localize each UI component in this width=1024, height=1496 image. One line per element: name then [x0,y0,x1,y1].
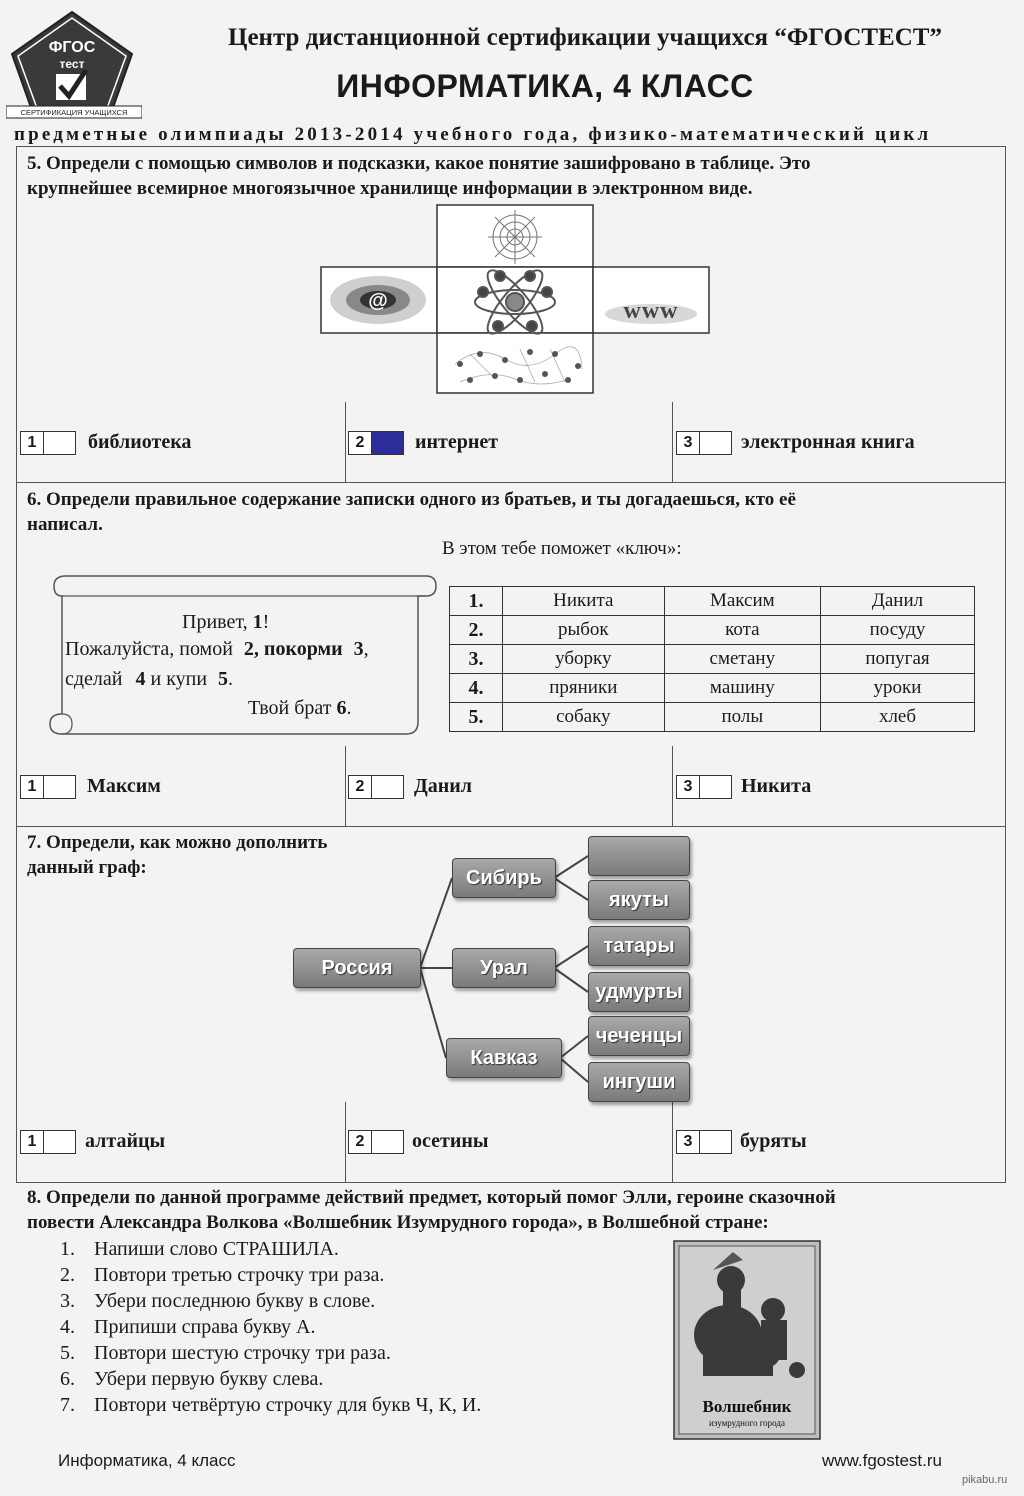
watermark: pikabu.ru [962,1474,1008,1486]
graph-node-ingush: ингуши [588,1062,690,1102]
graph-node-yakuts: якуты [588,880,690,920]
divider [16,482,1006,483]
q5-option-3[interactable]: 3 [676,431,732,455]
graph-node-udmurts: удмурты [588,972,690,1012]
list-item: 2.Повтори третью строчку три раза. [60,1264,385,1286]
logo-line2: тест [60,57,85,71]
graph-node-siberia: Сибирь [452,858,556,898]
svg-text:@: @ [368,290,388,312]
q5-option-2[interactable]: 2 [348,431,404,455]
q6-option-2[interactable]: 2 [348,775,404,799]
divider [16,1182,1006,1183]
list-item: 5.Повтори шестую строчку три раза. [60,1342,391,1364]
q8-text: 8. Определи по данной программе действий… [27,1187,836,1233]
graph-node-caucasus: Кавказ [446,1038,562,1078]
checkbox[interactable] [44,432,75,454]
svg-text:Волшебник: Волшебник [703,1397,792,1416]
network-people-icon [474,269,556,335]
q6-hint: В этом тебе поможет «ключ»: [442,538,682,559]
list-item: 4.Припиши справа букву А. [60,1316,316,1338]
q6-option-2-label: Данил [414,775,473,797]
footer-site-link[interactable]: www.fgostest.ru [822,1451,942,1470]
q6-option-3-label: Никита [741,775,812,797]
q5-option-3-label: электронная книга [741,431,915,453]
spider-web-icon [488,210,542,264]
list-item: 7.Повтори четвёртую строчку для букв Ч, … [60,1394,482,1416]
q7-option-2[interactable]: 2 [348,1130,404,1154]
checkbox[interactable] [700,432,731,454]
q7-option-3[interactable]: 3 [676,1130,732,1154]
fgos-logo: ФГОС тест СЕРТИФИКАЦИЯ УЧАЩИХСЯ [5,8,143,120]
q7-option-1-label: алтайцы [85,1130,166,1152]
graph-node-ural: Урал [452,948,556,988]
checkbox[interactable] [700,776,731,798]
checkbox[interactable] [372,776,403,798]
logo-band: СЕРТИФИКАЦИЯ УЧАЩИХСЯ [21,108,128,117]
graph-edges [419,855,589,1083]
footer-subject: Информатика, 4 класс [58,1451,236,1470]
q5-picture-table: @ www [320,204,710,394]
graph-node-root: Россия [293,948,421,988]
q7-option-2-label: осетины [412,1130,489,1152]
checkmark-icon [58,68,89,101]
q8-steps: 1.Напиши слово СТРАШИЛА. 2.Повтори треть… [60,1236,481,1418]
book-cover-image: Волшебник изумрудного города [673,1240,821,1440]
q7-option-1[interactable]: 1 [20,1130,76,1154]
q5-text: 5. Определи с помощью символов и подсказ… [27,153,811,199]
graph-node-empty [588,836,690,876]
checkbox[interactable] [44,1131,75,1153]
q6-option-1-label: Максим [87,775,161,797]
www-icon: www [605,298,697,324]
list-item: 3.Убери последнюю букву в слове. [60,1290,376,1312]
note-scroll: Привет, 1! Пожалуйста, помой 2, покорми … [32,572,440,742]
page-title: ИНФОРМАТИКА, 4 КЛАСС [336,68,754,104]
checkbox[interactable] [44,776,75,798]
q5-option-2-label: интернет [415,431,499,453]
checkbox-checked[interactable] [372,432,403,454]
q5-option-1-label: библиотека [88,431,192,453]
questions-frame [16,146,1006,1182]
q5-option-1[interactable]: 1 [20,431,76,455]
checkbox[interactable] [372,1131,403,1153]
svg-text:www: www [624,298,679,324]
q7-option-3-label: буряты [740,1130,807,1152]
list-item: 6.Убери первую букву слева. [60,1368,324,1390]
list-item: 1.Напиши слово СТРАШИЛА. [60,1238,339,1260]
divider [16,826,1006,827]
checkbox[interactable] [700,1131,731,1153]
center-name: Центр дистанционной сертификации учащихс… [228,24,942,51]
graph-node-tatars: татары [588,926,690,966]
page-subtitle: предметные олимпиады 2013-2014 учебного … [14,124,932,145]
at-sign-icon: @ [330,276,426,324]
q6-option-1[interactable]: 1 [20,775,76,799]
logo-line1: ФГОС [49,39,96,56]
svg-text:изумрудного города: изумрудного города [709,1418,785,1428]
q6-option-3[interactable]: 3 [676,775,732,799]
q7-text: 7. Определи, как можно дополнить данный … [27,832,328,878]
graph-node-chechens: чеченцы [588,1016,690,1056]
q6-text: 6. Определи правильное содержание записк… [27,489,796,535]
